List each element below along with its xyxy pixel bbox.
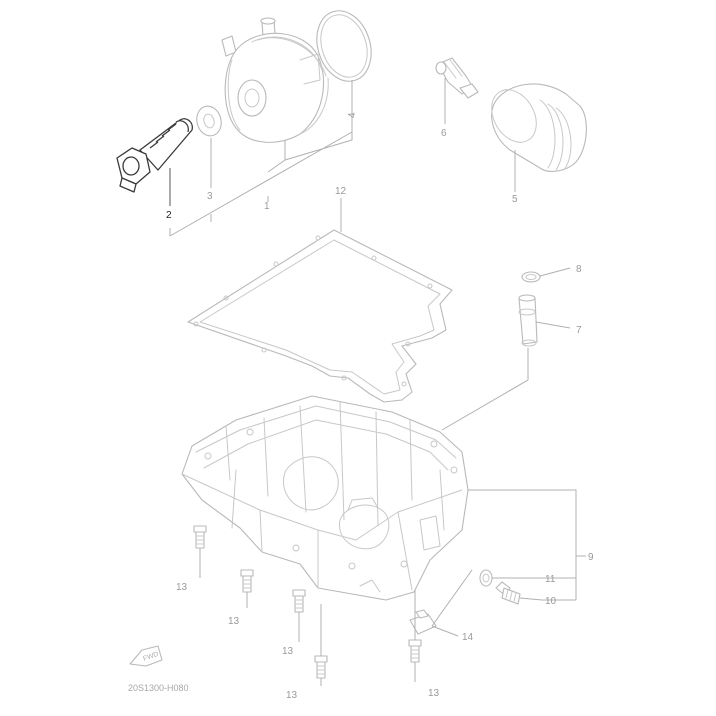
bracket[interactable]	[409, 609, 437, 635]
oil-pipe-fitting[interactable]	[435, 57, 479, 99]
drain-plug-gasket[interactable]	[479, 569, 493, 587]
drain-bolt[interactable]	[495, 581, 521, 605]
drawing-code: 20S1300-H080	[128, 683, 189, 693]
bolt-13e[interactable]	[408, 639, 422, 663]
o-ring[interactable]	[308, 4, 380, 89]
callout-13-c: 13	[282, 646, 294, 657]
oil-cooler[interactable]	[221, 17, 329, 143]
leader-lines	[169, 78, 586, 686]
callout-8: 8	[576, 264, 582, 275]
oil-delivery-pipe[interactable]	[518, 294, 538, 347]
oil-pan-gasket[interactable]	[187, 229, 453, 403]
bolt-13b[interactable]	[240, 569, 254, 593]
fwd-arrow-icon	[129, 645, 163, 667]
callout-3: 3	[207, 191, 213, 202]
union-bolt[interactable]	[116, 118, 193, 193]
callout-5: 5	[512, 194, 518, 205]
bolt-13c[interactable]	[292, 589, 306, 613]
callout-14: 14	[462, 632, 474, 643]
callout-12: 12	[335, 186, 347, 197]
callout-1: 1	[264, 201, 270, 212]
callout-6: 6	[441, 128, 447, 139]
bolt-13a[interactable]	[193, 525, 207, 549]
callout-11: 11	[545, 574, 556, 585]
oil-pan[interactable]	[181, 395, 469, 601]
callout-13-d: 13	[286, 690, 298, 701]
callout-13-b: 13	[228, 616, 240, 627]
callout-4: 4	[347, 112, 358, 118]
callout-2: 2	[166, 210, 172, 221]
oil-filter[interactable]	[483, 82, 587, 172]
washer[interactable]	[194, 103, 225, 138]
callout-9: 9	[588, 552, 594, 563]
callout-13-a: 13	[176, 582, 188, 593]
callout-13-e: 13	[428, 688, 440, 699]
callout-7: 7	[576, 325, 582, 336]
callout-10: 10	[545, 596, 557, 607]
o-ring-small[interactable]	[521, 271, 541, 283]
bolt-13d[interactable]	[314, 655, 328, 679]
